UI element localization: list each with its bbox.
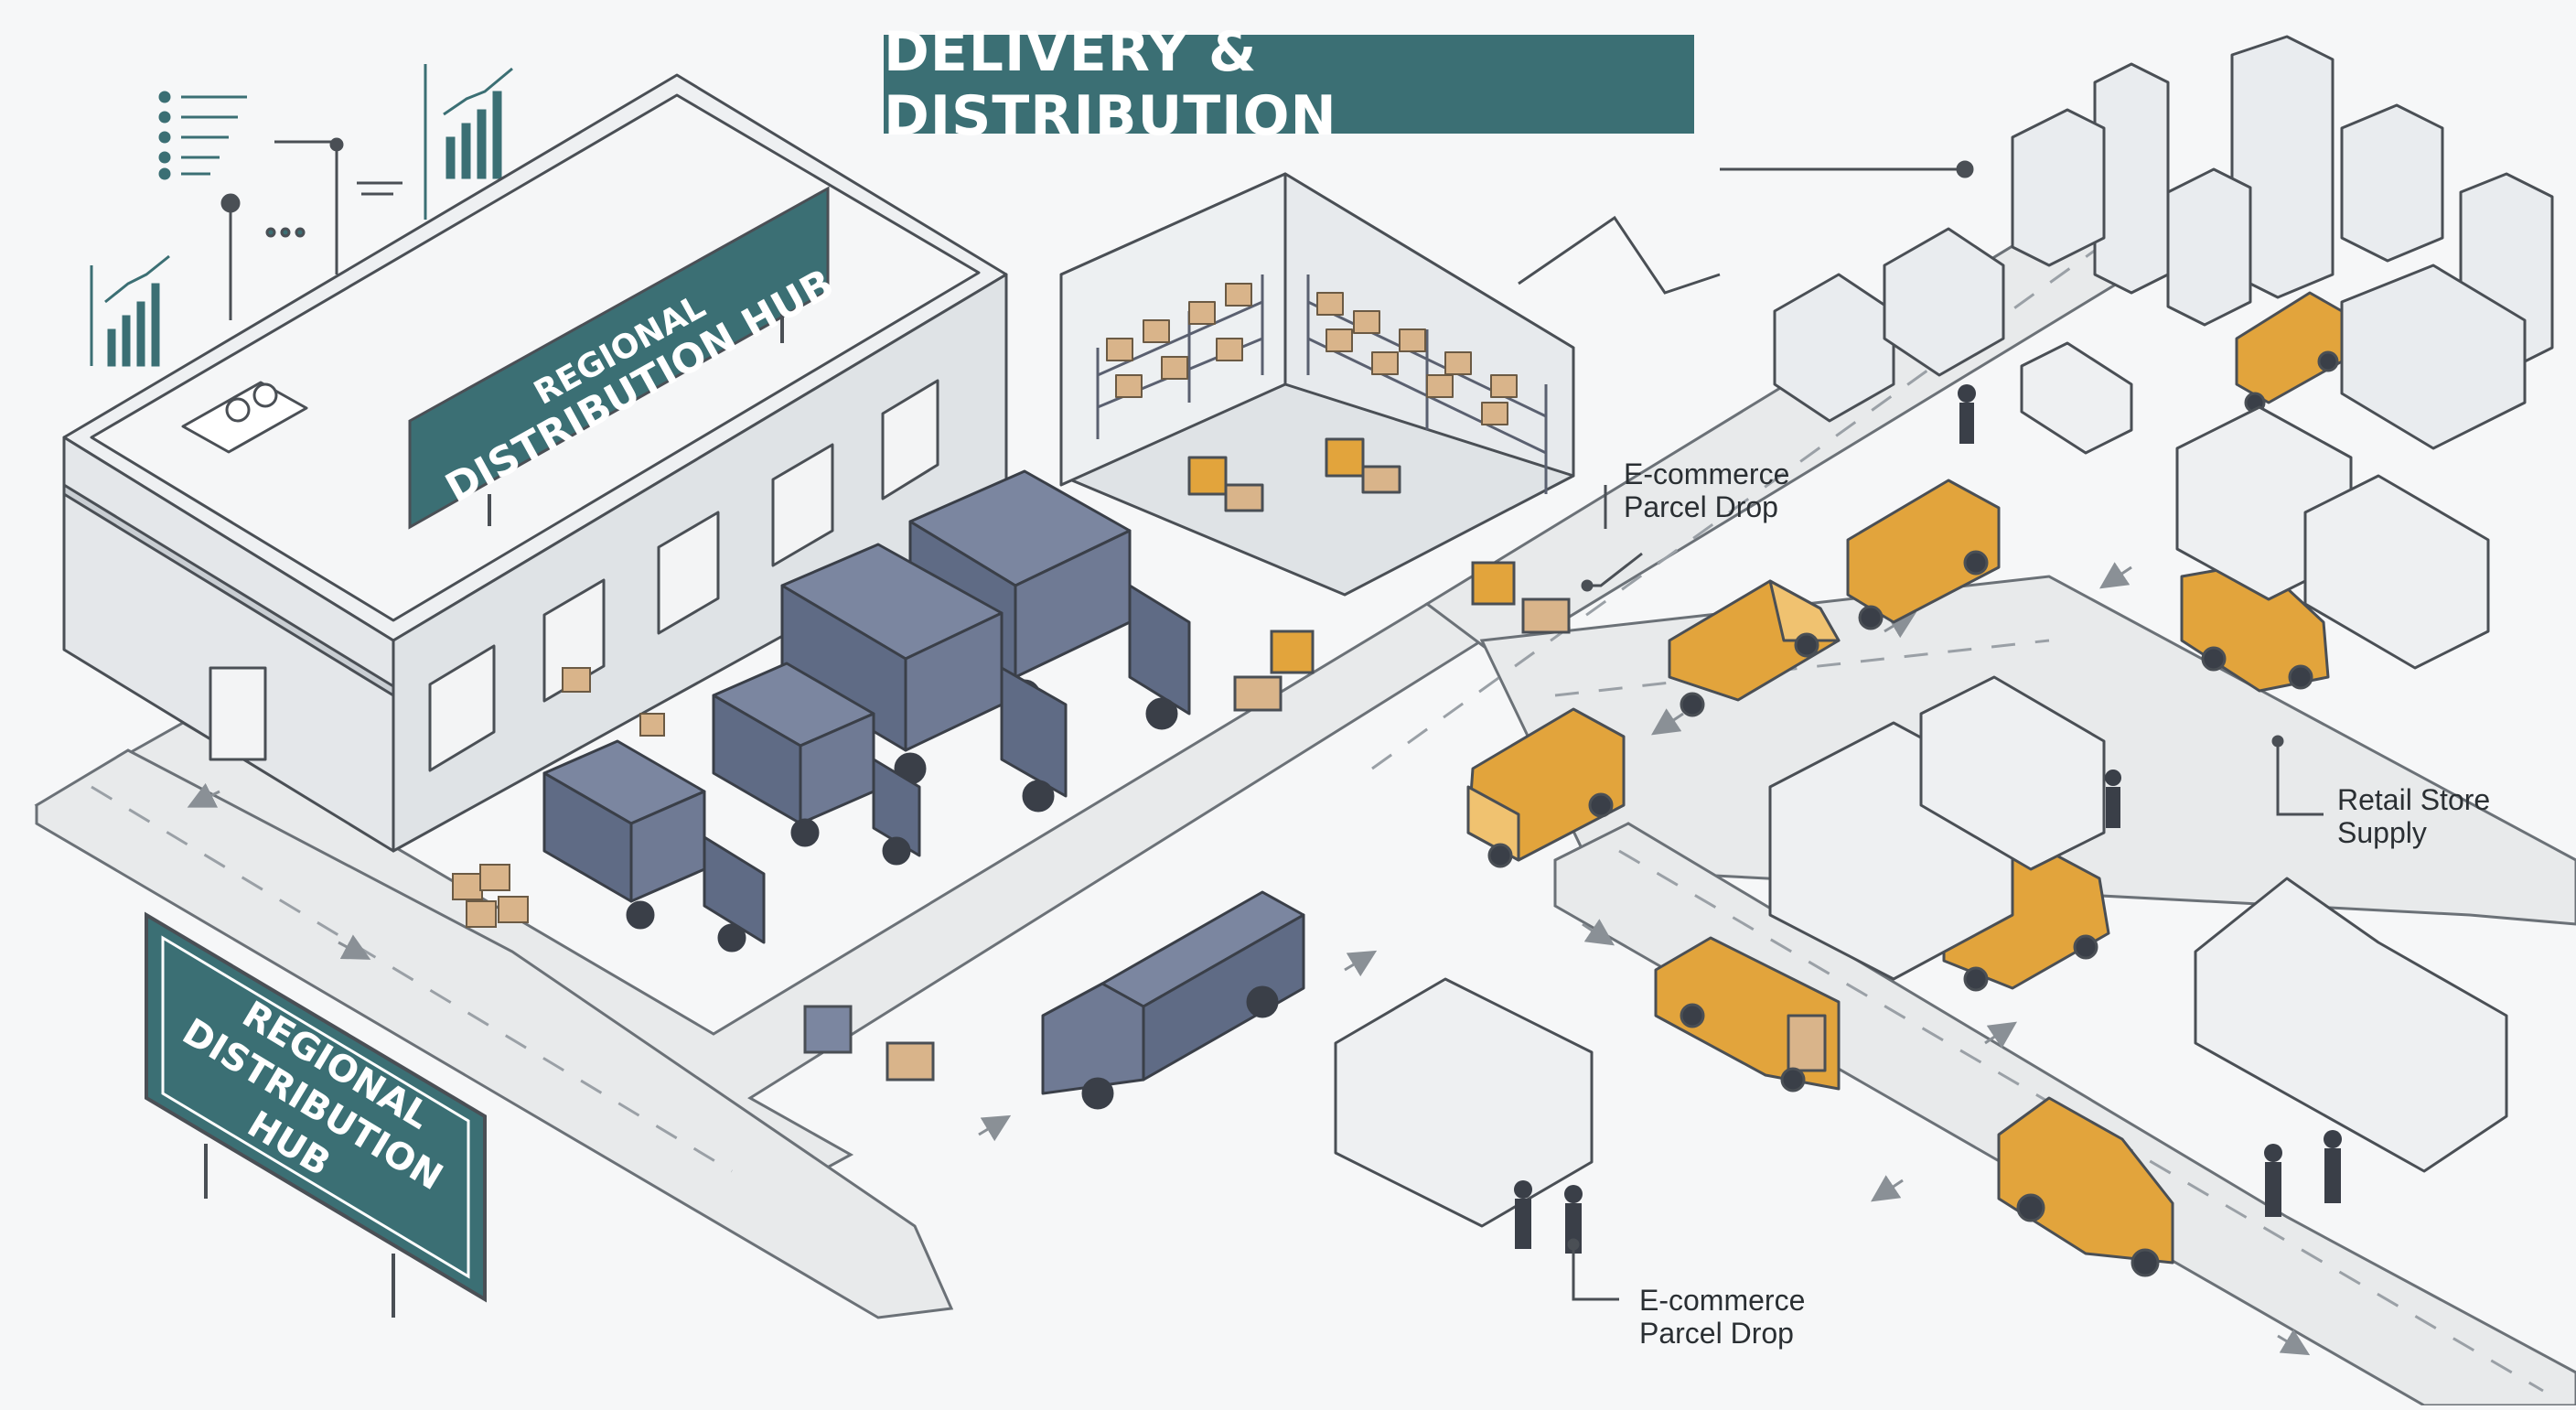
delivery-van	[1466, 707, 1626, 868]
callout-ecommerce-bottom-line2: Parcel Drop	[1639, 1317, 1794, 1350]
delivery-van	[1997, 1096, 2174, 1277]
callout-leaders	[1518, 160, 2324, 1301]
road-direction-arrows	[187, 562, 2311, 1356]
callout-ecommerce-top-line1: E-commerce	[1624, 457, 1790, 490]
delivery-van	[1668, 579, 1841, 717]
callout-retail-line2: Supply	[2337, 816, 2427, 849]
callout-ecommerce-bottom: E-commerce Parcel Drop	[1639, 1284, 1805, 1350]
delivery-van	[1942, 840, 2110, 992]
delivery-van	[2235, 291, 2344, 414]
delivery-vans	[1466, 291, 2344, 1277]
title-banner: DELIVERY & DISTRIBUTION	[884, 20, 1694, 148]
callout-ecommerce-bottom-line1: E-commerce	[1639, 1284, 1806, 1317]
list-icon	[158, 91, 247, 180]
roof-hvac-unit	[181, 381, 308, 454]
parcel-box-icon	[452, 667, 665, 928]
callout-ecommerce-top: E-commerce Parcel Drop	[1624, 457, 1789, 523]
roof-sign	[408, 186, 830, 530]
page-title: DELIVERY & DISTRIBUTION	[884, 20, 1337, 148]
delivery-van	[1654, 936, 1841, 1092]
freight-truck	[542, 739, 766, 953]
bar-chart-icon	[90, 254, 170, 367]
warehouse-cutaway	[1059, 172, 1575, 597]
ground-sign	[145, 911, 487, 1318]
forklift-icon	[1187, 437, 1401, 512]
connector-lines	[220, 137, 402, 320]
bar-chart-icon	[424, 64, 513, 220]
delivery-van	[1846, 479, 2001, 630]
callout-retail-line1: Retail Store	[2337, 783, 2491, 816]
freight-trucks	[542, 469, 1305, 1110]
freight-truck	[712, 662, 921, 866]
parcel-box-icon	[1106, 283, 1518, 425]
callout-ecommerce-top-line2: Parcel Drop	[1624, 490, 1778, 523]
loading-dock-doors	[428, 379, 939, 772]
delivery-van	[2180, 561, 2330, 693]
freight-truck	[1041, 890, 1305, 1110]
callout-retail-supply: Retail Store Supply	[2337, 783, 2490, 849]
freight-truck	[780, 543, 1068, 813]
forklift-icon	[803, 561, 1571, 1082]
shops	[1334, 341, 2508, 1228]
side-door	[209, 666, 267, 761]
city-skyline-icon	[1773, 35, 2554, 450]
